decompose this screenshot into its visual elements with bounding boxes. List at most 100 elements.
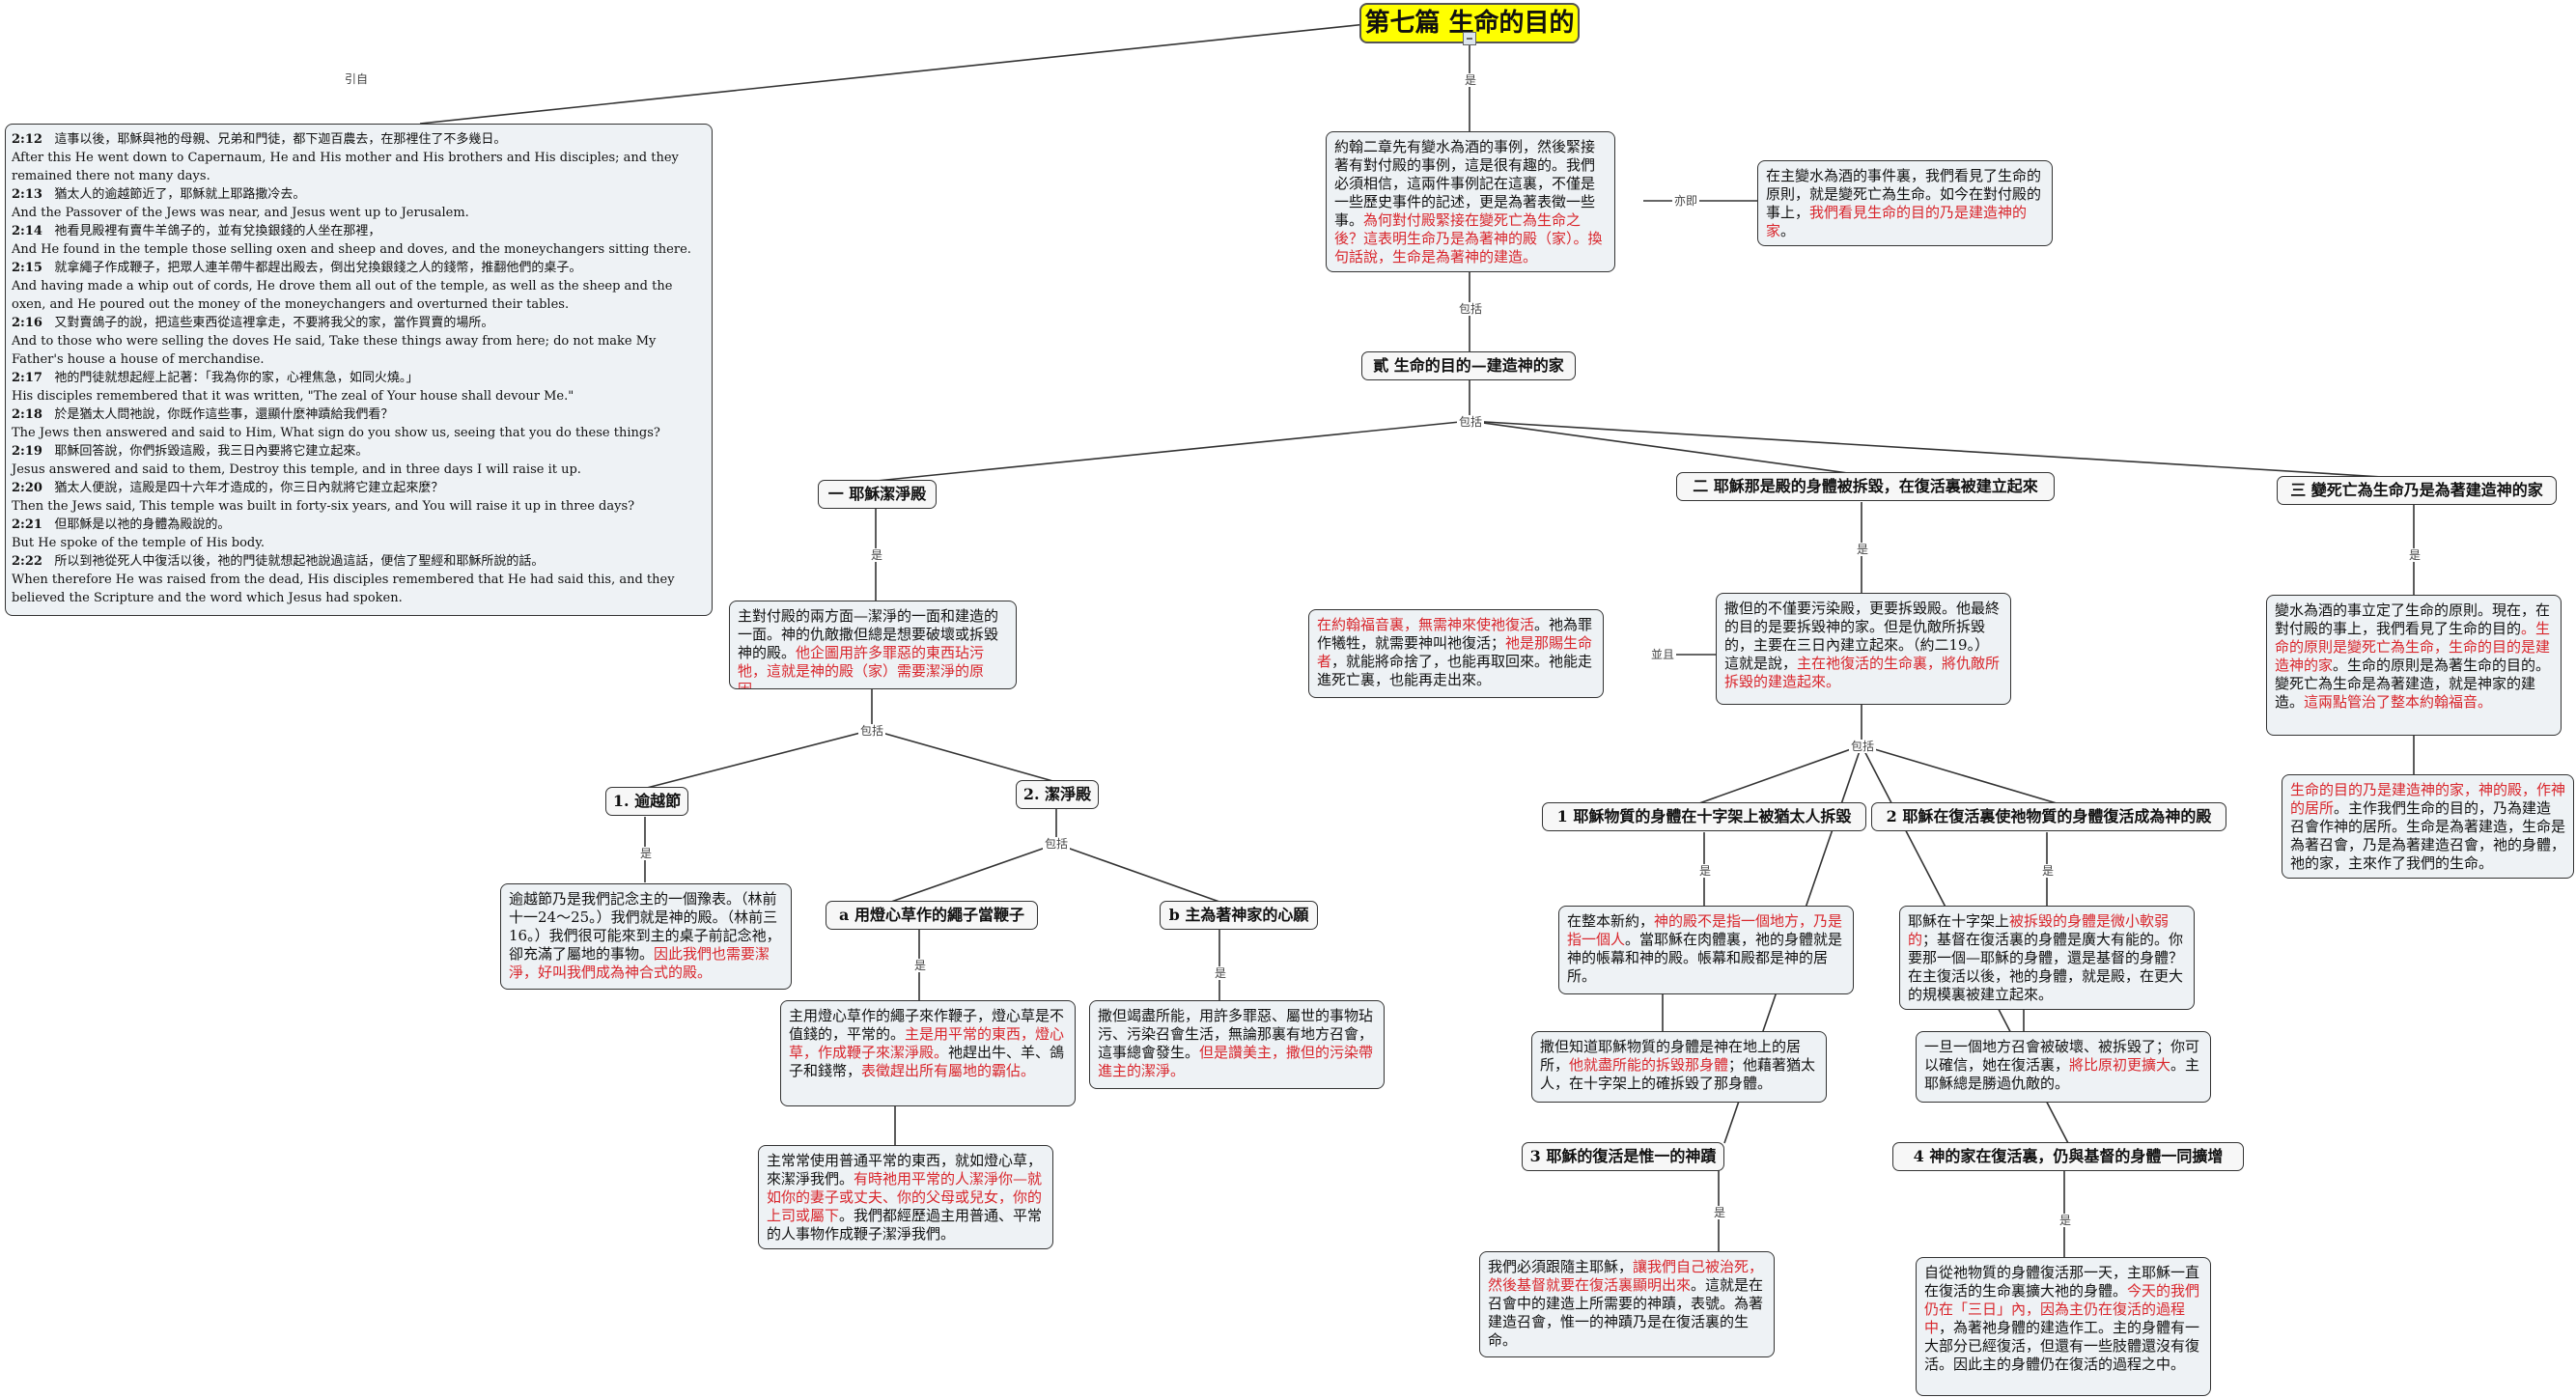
note-text-segment: 。 [1780, 222, 1796, 239]
note-text-segment: 在約翰福音裏，無需神來使祂復活 [1317, 616, 1535, 633]
topic-s2-4-increase[interactable]: 4 神的家在復活裏，仍與基督的身體一同擴增 [1892, 1142, 2244, 1171]
intro-side-note[interactable]: 在主變水為酒的事件裏，我們看見了生命的原則，就是變死亡為生命。如今在對付殿的事上… [1757, 160, 2053, 246]
note-text-segment: 主對付殿的兩方面—潔淨的一面和建造的一面。神的仇敵撒但總是想要破壞或拆毀神的殿。 [738, 607, 999, 661]
note-text-segment: ，就能將命捨了，也能再取回來。祂能走進死亡裏，也能再走出來。 [1317, 653, 1593, 688]
topic-s3-death-to-life[interactable]: 三 變死亡為生命乃是為著建造神的家 [2277, 476, 2557, 505]
link-label-yiji: 亦即 [1672, 194, 1700, 208]
topic-s1-cleanse-temple[interactable]: 一 耶穌潔淨殿 [818, 480, 937, 509]
verse-2-20-en: Then the Jews said, This temple was buil… [12, 499, 635, 514]
s1ba-more-note[interactable]: 主常常使用普通平常的東西，就如燈心草，來潔淨我們。有時祂用平常的人潔淨你—就如你… [758, 1145, 1053, 1249]
topic-s2-2-resurrected[interactable]: 2 耶穌在復活裏使祂物質的身體復活成為神的殿 [1871, 802, 2226, 831]
verse-2-14-en: And He found in the temple those selling… [12, 242, 691, 257]
note-text-segment: 主是用平常的東西，燈心草，作成鞭子來潔淨殿。 [789, 1025, 1065, 1061]
verse-2-22-en: When therefore He was raised from the de… [12, 573, 675, 605]
note-icon[interactable] [1463, 32, 1476, 45]
verse-2-17-en: His disciples remembered that it was wri… [12, 389, 574, 404]
verse-2-18-en: The Jews then answered and said to Him, … [12, 426, 660, 440]
note-text-segment: 他企圖用許多罪惡的東西玷污牠，這就是神的殿（家）需要潔淨的原因。 [738, 644, 985, 689]
link-label-shi-s1ba: 是 [912, 959, 929, 972]
note-text-segment: 耶穌在十字架上 [1908, 912, 2010, 930]
note-text-segment: 在主變水為酒的事件裏，我們看見了生命的原則，就是變死亡為生命。如今在對付殿的事上… [1766, 167, 2042, 221]
link-label-shi-s1bb: 是 [1213, 966, 1229, 980]
note-text-segment: 我們必須跟隨主耶穌， [1488, 1258, 1634, 1275]
verse-2-14-zh: 2:14 祂看見殿裡有賣牛羊鴿子的，並有兌換銀錢的人坐在那裡， [12, 224, 381, 238]
s1a-note[interactable]: 逾越節乃是我們記念主的一個豫表。（林前十一24～25。）我們就是神的殿。（林前三… [500, 883, 792, 990]
verse-2-20-zh: 2:20 猶太人便說，這殿是四十六年才造成的，你三日內就將它建立起來麼？ [12, 481, 444, 495]
note-text-segment: 今天的我們仍在「三日」內，因為主仍在復活的過程中 [1924, 1282, 2200, 1336]
scripture-note[interactable]: 2:12 這事以後，耶穌與祂的母親、兄弟和門徒，都下迦百農去，在那裡住了不多幾日… [5, 124, 713, 616]
s2-note[interactable]: 撒但的不僅要污染殿，更要拆毀殿。他最終的目的是要拆毀神的家。但是仇敵所拆毀的，主… [1716, 593, 2011, 705]
link-label-shi-s2-2: 是 [2040, 864, 2057, 878]
note-text-segment: 主在祂復活的生命裏，將仇敵所拆毀的建造起來。 [1724, 655, 2001, 690]
s2-3-note[interactable]: 我們必須跟隨主耶穌，讓我們自己被治死，然後基督就要在復活裏顯明出來。這就是在召會… [1479, 1251, 1775, 1357]
link-label-baokuo-intro: 包括 [1457, 302, 1485, 316]
s1-note[interactable]: 主對付殿的兩方面—潔淨的一面和建造的一面。神的仇敵撒但總是想要破壞或拆毀神的殿。… [729, 601, 1017, 689]
link-label-shi-central: 是 [1463, 73, 1479, 87]
note-text-segment: 約翰二章先有變水為酒的事例，然後緊接著有對付殿的事例，這是很有趣的。我們必須相信… [1334, 138, 1596, 229]
topic-s2-body-destroyed[interactable]: 二 耶穌那是殿的身體被拆毀，在復活裏被建立起來 [1676, 472, 2055, 501]
link-label-shi-s3: 是 [2407, 548, 2423, 562]
s1bb-note[interactable]: 撒但竭盡所能，用許多罪惡、屬世的事物玷污、污染召會生活，無論那裏有地方召會，這事… [1089, 1000, 1385, 1089]
note-text-segment: 因此我們也需要潔淨，好叫我們成為神合式的殿。 [509, 945, 770, 981]
note-text-segment: ，為著祂身體的建造作工。主的身體有一大部分已經復活，但還有一些肢體還沒有復活。因… [1924, 1319, 2200, 1373]
verse-2-12-en: After this He went down to Capernaum, He… [12, 151, 679, 183]
topic-s2-3-only-sign[interactable]: 3 耶穌的復活是惟一的神蹟 [1522, 1142, 1724, 1171]
note-text-segment: 讓我們自己被治死，然後基督就要在復活裏顯明出來 [1488, 1258, 1764, 1294]
note-text-segment: 將比原初更擴大 [2069, 1056, 2171, 1074]
topic-s2-1-crucified[interactable]: 1 耶穌物質的身體在十字架上被猶太人拆毀 [1542, 802, 1866, 831]
link-label-shi-s2: 是 [1855, 543, 1871, 556]
note-text-segment: 我們看見生命的目的乃是建造神的家 [1766, 204, 2028, 239]
s2-1-note[interactable]: 在整本新約，神的殿不是指一個地方，乃是指一個人。當耶穌在肉體裏，祂的身體就是神的… [1558, 906, 1854, 994]
note-text-segment: 撒但知道耶穌物質的身體是神在地上的居所， [1540, 1038, 1802, 1074]
note-text-segment: 一旦一個地方召會被破壞、被拆毀了；你可以確信，她在復活裏， [1924, 1038, 2200, 1074]
note-text-segment: 神的殿不是指一個地方，乃是指一個人 [1567, 912, 1843, 948]
note-text-segment: 。祂為罪作犧牲，就需要神叫祂復活； [1317, 616, 1593, 652]
note-text-segment: 。生命的原則是為著生命的目的。變死亡為生命是為著建造，就是神家的建造。 [2275, 657, 2551, 711]
s3-more-note[interactable]: 生命的目的乃是建造神的家，神的殿，作神的居所。主作我們生命的目的，乃為建造召會作… [2282, 774, 2574, 879]
note-text-segment: 生命的目的乃是建造神的家，神的殿，作神的居所 [2290, 781, 2566, 817]
note-text-segment: 變水為酒的事立定了生命的原則。現在，在對付殿的事上，我們看見了生命的目的 [2275, 601, 2551, 637]
s3-note[interactable]: 變水為酒的事立定了生命的原則。現在，在對付殿的事上，我們看見了生命的目的。生命的… [2266, 595, 2562, 736]
s2-2-note[interactable]: 耶穌在十字架上被拆毀的身體是微小軟弱的；基督在復活裏的身體是廣大有能的。你要那一… [1899, 906, 2195, 1010]
link-label-shi-s2-4: 是 [2058, 1214, 2074, 1227]
note-text-segment: 。我們都經歷過主用普通、平常的人事物作成鞭子潔淨我們。 [767, 1207, 1043, 1243]
note-text-segment: 。主作我們生命的目的，乃為建造召會作神的居所。生命是為著建造，生命是為著召會，乃… [2290, 799, 2566, 872]
note-text-segment: 他就盡所能的拆毀那身體 [1569, 1056, 1729, 1074]
topic-s1b-cleansing[interactable]: 2. 潔淨殿 [1016, 780, 1099, 809]
link-label-shi-s1a: 是 [638, 847, 655, 860]
s2-4-note[interactable]: 自從祂物質的身體復活那一天，主耶穌一直在復活的生命裏擴大祂的身體。今天的我們仍在… [1916, 1257, 2211, 1396]
note-text-segment: 有時祂用平常的人潔淨你—就如你的妻子或丈夫、你的父母或兒女，你的上司或屬下 [767, 1170, 1043, 1224]
note-text-segment: 主常常使用普通平常的東西，就如燈心草，來潔淨我們。 [767, 1152, 1043, 1188]
link-label-yinzi: 引自 [343, 72, 371, 86]
s2-1-more-note[interactable]: 撒但知道耶穌物質的身體是神在地上的居所，他就盡所能的拆毀那身體；他藉著猶太人，在… [1531, 1031, 1827, 1103]
link-label-baokuo-s1: 包括 [858, 724, 886, 738]
verse-2-15-en: And having made a whip out of cords, He … [12, 279, 673, 312]
intro-note[interactable]: 約翰二章先有變水為酒的事例，然後緊接著有對付殿的事例，這是很有趣的。我們必須相信… [1326, 131, 1615, 272]
verse-2-21-en: But He spoke of the temple of His body. [12, 536, 265, 550]
verse-2-15-zh: 2:15 就拿繩子作成鞭子，把眾人連羊帶牛都趕出殿去，倒出兌換銀錢之人的錢幣，推… [12, 261, 582, 275]
note-text-segment: 主用燈心草作的繩子來作鞭子，燈心草是不值錢的，平常的。 [789, 1007, 1065, 1043]
link-label-baokuo-s2: 包括 [1849, 740, 1877, 753]
note-text-segment: 自從祂物質的身體復活那一天，主耶穌一直在復活的生命裏擴大祂的身體。 [1924, 1264, 2200, 1300]
note-text-segment: 祂趕出牛、羊、鴿子和錢幣， [789, 1044, 1065, 1079]
s2-side-note[interactable]: 在約翰福音裏，無需神來使祂復活。祂為罪作犧牲，就需要神叫祂復活；祂是那賜生命者，… [1308, 609, 1604, 698]
note-text-segment: 被拆毀的身體是微小軟弱的 [1908, 912, 2170, 948]
note-text-segment: 這兩點管治了整本約翰福音。 [2304, 693, 2493, 711]
topic-main-purpose[interactable]: 貳 生命的目的—建造神的家 [1361, 351, 1576, 380]
note-text-segment: ；他藉著猶太人，在十字架上的確拆毀了那身體。 [1540, 1056, 1816, 1092]
s2-2-more-note[interactable]: 一旦一個地方召會被破壞、被拆毀了；你可以確信，她在復活裏，將比原初更擴大。主耶穌… [1916, 1031, 2211, 1103]
verse-2-13-zh: 2:13 猶太人的逾越節近了，耶穌就上耶路撒冷去。 [12, 187, 306, 202]
verse-2-12-zh: 2:12 這事以後，耶穌與祂的母親、兄弟和門徒，都下迦百農去，在那裡住了不多幾日… [12, 132, 507, 147]
link-label-shi-s2-3: 是 [1712, 1206, 1728, 1219]
link-label-baokuo-main: 包括 [1457, 415, 1485, 429]
note-text-segment: 。主耶穌總是勝過仇敵的。 [1924, 1056, 2200, 1092]
topic-s1ba-rush-whip[interactable]: a 用燈心草作的繩子當鞭子 [826, 901, 1038, 930]
s1ba-note[interactable]: 主用燈心草作的繩子來作鞭子，燈心草是不值錢的，平常的。主是用平常的東西，燈心草，… [780, 1000, 1076, 1106]
topic-s1bb-desire[interactable]: b 主為著神家的心願 [1160, 901, 1318, 930]
link-label-bingqie: 並且 [1649, 648, 1677, 661]
topic-s1a-passover[interactable]: 1. 逾越節 [605, 787, 688, 816]
verse-2-17-zh: 2:17 祂的門徒就想起經上記著：「我為你的家，心裡焦急，如同火燒。」 [12, 371, 419, 385]
verse-2-19-zh: 2:19 耶穌回答說，你們拆毀這殿，我三日內要將它建立起來。 [12, 444, 369, 459]
verse-2-21-zh: 2:21 但耶穌是以祂的身體為殿說的。 [12, 517, 231, 532]
note-text-segment: 。生命的原則是變死亡為生命，生命的目的是建造神的家 [2275, 620, 2551, 674]
